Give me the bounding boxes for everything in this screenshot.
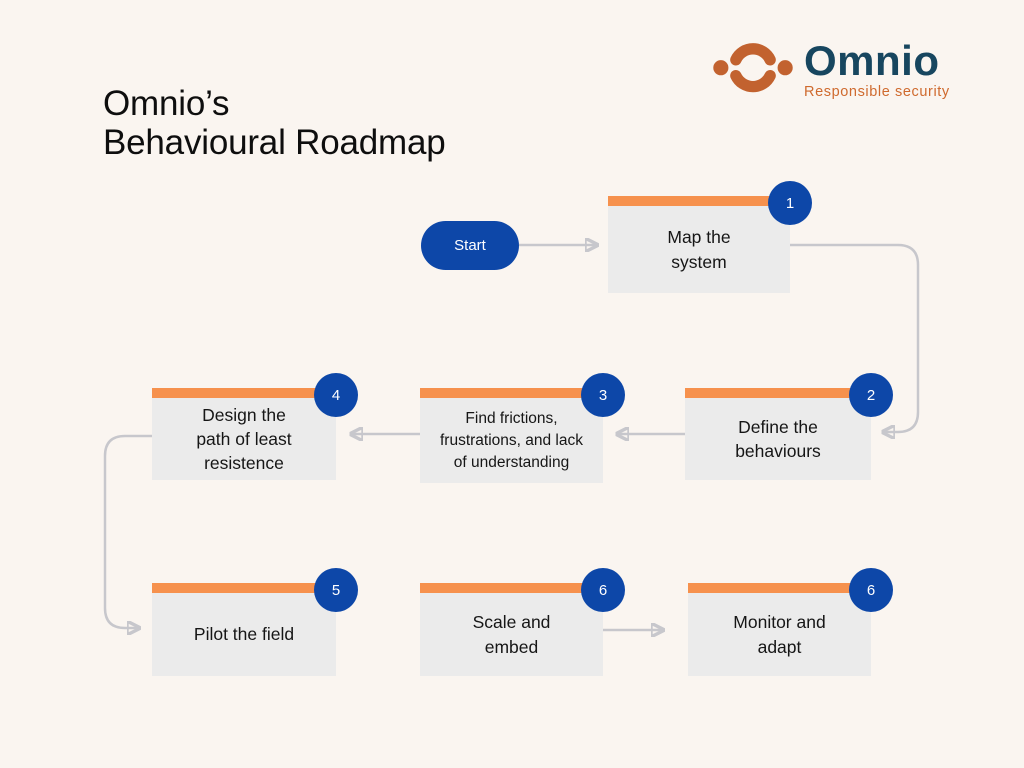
step-number-badge: 1	[768, 181, 812, 225]
page-title: Omnio’s Behavioural Roadmap	[103, 84, 446, 162]
step-number-badge: 5	[314, 568, 358, 612]
connector-step4-to-step5	[103, 434, 152, 628]
step-label: Find frictions, frustrations, and lack o…	[439, 409, 583, 471]
logo: Omnio Responsible security	[710, 40, 950, 100]
step-label: Pilot the field	[193, 624, 295, 645]
step-label: Scale and embed	[472, 612, 551, 657]
step-number-badge: 4	[314, 373, 358, 417]
step-box-3: 3 Find frictions, frustrations, and lack…	[420, 373, 625, 483]
step-label: Map the system	[667, 227, 731, 272]
step-box-6: 6 Scale and embed	[420, 568, 625, 676]
step-label: Design the path of least resistence	[196, 404, 292, 474]
page-title-line1: Omnio’s	[103, 84, 230, 123]
brand-name: Omnio	[804, 37, 940, 84]
step-number-badge: 3	[581, 373, 625, 417]
step-accent-bar	[152, 388, 336, 398]
start-label: Start	[454, 237, 486, 254]
step-label: Monitor and adapt	[733, 612, 826, 657]
step-label: Define the behaviours	[735, 416, 821, 461]
step-box-1: 1 Map the system	[608, 181, 812, 293]
brand-tagline: Responsible security	[804, 84, 950, 100]
step-number-badge: 6	[849, 568, 893, 612]
step-box-7: 6 Monitor and adapt	[688, 568, 893, 676]
step-accent-bar	[420, 388, 603, 398]
step-accent-bar	[152, 583, 336, 593]
page-title-line2: Behavioural Roadmap	[103, 123, 446, 162]
step-box-2: 2 Define the behaviours	[685, 373, 893, 480]
step-accent-bar	[685, 388, 871, 398]
omnio-circle-mark-icon	[713, 43, 793, 93]
step-box-5: 5 Pilot the field	[152, 568, 358, 676]
step-accent-bar	[688, 583, 871, 593]
step-number-badge: 2	[849, 373, 893, 417]
start-pill: Start	[421, 221, 519, 270]
step-box-4: 4 Design the path of least resistence	[152, 373, 358, 480]
step-accent-bar	[608, 196, 790, 206]
step-accent-bar	[420, 583, 603, 593]
step-number-badge: 6	[581, 568, 625, 612]
